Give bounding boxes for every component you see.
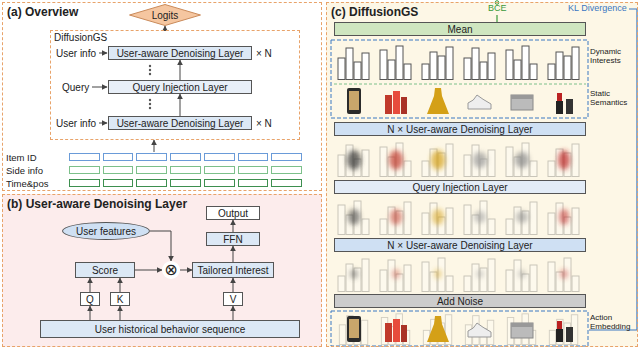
row-label: Time&pos [6, 178, 66, 189]
panel-title: (c) DiffusionGS [331, 5, 418, 19]
node-text: Query Injection Layer [412, 182, 507, 193]
connector-arrow [120, 278, 121, 292]
node-text: Mean [447, 24, 472, 35]
connector-arrow [180, 60, 181, 80]
embedding-cell [136, 153, 167, 161]
panel-title: (a) Overview [7, 5, 78, 19]
embedding-cell [204, 153, 235, 161]
embedding-cell [204, 166, 235, 174]
connector-arrow [90, 306, 91, 320]
embedding-cell [69, 179, 100, 187]
annotation-label: × N [256, 118, 272, 129]
node-text: Output [218, 208, 248, 219]
node-text: ⊗ [164, 262, 177, 278]
embedding-cell [271, 166, 302, 174]
connector-arrow [154, 140, 155, 152]
node-text: Score [92, 265, 118, 276]
embedding-cell [69, 153, 100, 161]
panel: (b) User-aware Denoising LayerUser featu… [2, 194, 322, 347]
node-text: Logits [152, 10, 179, 21]
connector-arrow [120, 306, 121, 320]
embedding-cell [238, 166, 269, 174]
connector-arrow [233, 306, 234, 320]
node-text: User features [76, 226, 136, 237]
row-label: Side info [6, 165, 66, 176]
layer-box: User-aware Denoising Layer [108, 116, 252, 130]
node-text: K [117, 294, 124, 305]
connector-arrow [233, 220, 234, 232]
layer-box: FFN [206, 232, 260, 246]
node-text: User-aware Denoising Layer [117, 48, 244, 59]
input-row: Item ID [6, 152, 302, 162]
embedding-cell [136, 179, 167, 187]
layer-box: Tailored Interest [192, 262, 274, 278]
embedding-cell [170, 153, 201, 161]
layer-box: Add Noise [334, 294, 586, 308]
output-diamond: Logits [129, 4, 201, 26]
input-row: Time&pos [6, 178, 302, 188]
embedding-cell [136, 166, 167, 174]
annotation-label: Query [62, 82, 89, 93]
annotation-label: User info [56, 118, 96, 129]
embedding-cell [69, 166, 100, 174]
layer-box: N × User-aware Denoising Layer [334, 238, 586, 252]
annotation-label: User info [56, 48, 96, 59]
embedding-cell [204, 179, 235, 187]
embedding-cell [170, 166, 201, 174]
layer-box: N × User-aware Denoising Layer [334, 122, 586, 136]
connector-arrow [180, 94, 181, 116]
embedding-cell [170, 179, 201, 187]
node-text: User historical behavior sequence [95, 324, 246, 335]
node-text: N × User-aware Denoising Layer [387, 124, 532, 135]
annotation-label: Action Embedding [590, 314, 634, 332]
layer-box: Output [206, 206, 260, 220]
row-label: Item ID [6, 152, 66, 163]
node-text: Tailored Interest [197, 265, 268, 276]
embedding-cell [103, 153, 134, 161]
layer-box: Mean [334, 22, 586, 36]
embedding-cell [238, 179, 269, 187]
node-text: Add Noise [437, 296, 483, 307]
multiply-node: ⊗ [162, 261, 180, 279]
layer-box: Q [80, 292, 100, 306]
embedding-cell [103, 166, 134, 174]
annotation-label: Static Semantics [590, 90, 634, 108]
panel: (a) Overview LogitsDiffusionGS User-aware … [2, 2, 322, 191]
layer-box: User historical behavior sequence [40, 320, 300, 338]
node-text: FFN [223, 234, 242, 245]
layer-box: K [110, 292, 130, 306]
connector-arrow [150, 231, 171, 261]
group-title: DiffusionGS [54, 32, 107, 43]
annotation-label: KL Divergence [568, 4, 627, 14]
annotation-label: Dynamic Interests [590, 48, 634, 66]
embedding-cell [103, 179, 134, 187]
connector-arrow [90, 278, 91, 292]
layer-box: Score [75, 262, 135, 278]
node-text: V [230, 294, 237, 305]
panel-title: (b) User-aware Denoising Layer [7, 197, 187, 211]
input-row: Side info [6, 165, 302, 175]
layer-box: Query Injection Layer [334, 180, 586, 194]
feature-oval: User features [62, 222, 150, 240]
node-text: Q [86, 294, 94, 305]
embedding-cell [271, 153, 302, 161]
connector-arrow [180, 270, 192, 271]
node-text: Query Injection Layer [132, 82, 227, 93]
annotation-label: × N [256, 48, 272, 59]
node-text: N × User-aware Denoising Layer [387, 240, 532, 251]
layer-box: User-aware Denoising Layer [108, 46, 252, 60]
layer-box: V [223, 292, 243, 306]
embedding-cell [271, 179, 302, 187]
layer-box: Query Injection Layer [108, 80, 252, 94]
node-text: User-aware Denoising Layer [117, 118, 244, 129]
embedding-cell [238, 153, 269, 161]
connector-arrow [233, 278, 234, 292]
connector-arrow [135, 270, 162, 271]
connector-arrow [233, 246, 234, 262]
annotation-label: BCE [488, 4, 507, 14]
